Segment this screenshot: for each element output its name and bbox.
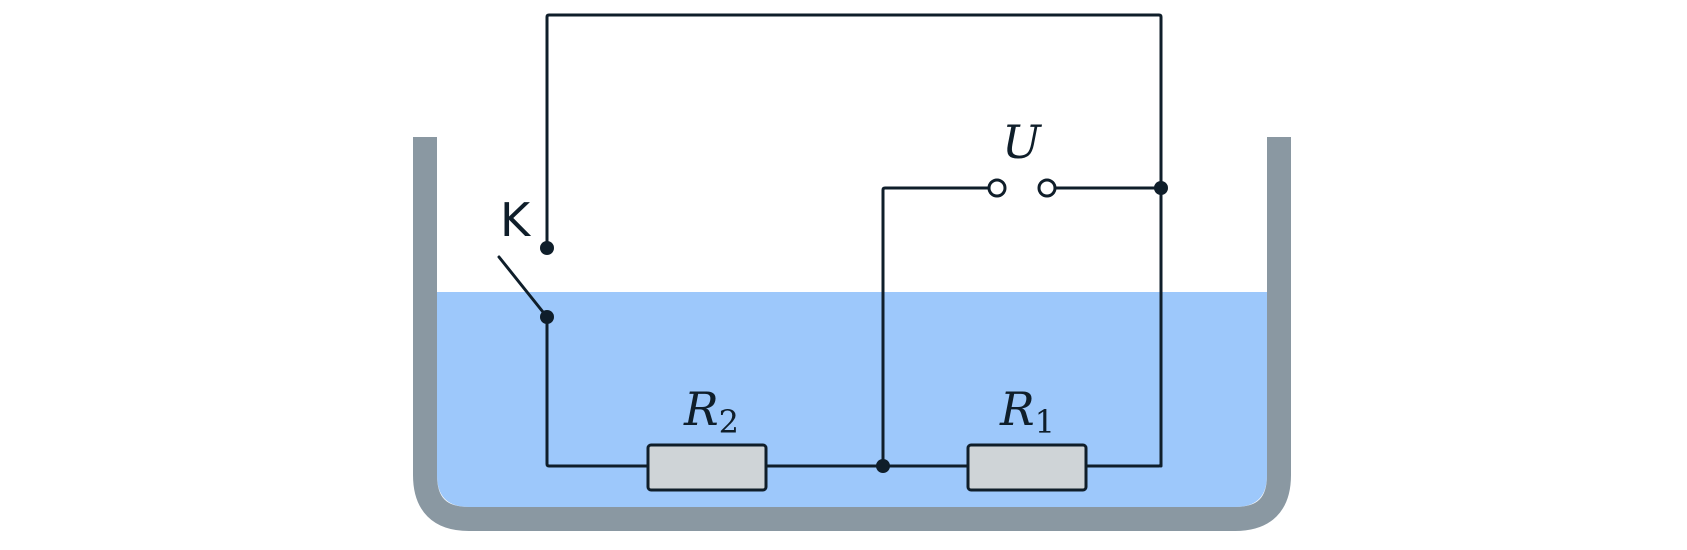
resistor-r2-label: R2: [683, 382, 739, 441]
resistor-r2-subscript: 2: [719, 403, 739, 441]
water: [437, 292, 1267, 507]
middle-junction-dot: [876, 459, 890, 473]
voltage-terminal-left: [987, 178, 1007, 198]
resistor-r1-symbol: R: [999, 382, 1035, 436]
switch-contact-dot: [540, 241, 554, 255]
switch-blade: [497, 255, 549, 319]
switch-label: K: [500, 193, 532, 247]
voltage-terminal-right: [1037, 178, 1057, 198]
switch-pivot-dot: [540, 310, 554, 324]
bottom-wire: [545, 315, 1163, 468]
resistor-r1-label: R1: [999, 382, 1055, 441]
resistor-r1-subscript: 1: [1035, 403, 1055, 441]
voltage-label: U: [1002, 115, 1043, 169]
tank: [413, 137, 1291, 531]
right-junction-dot: [1154, 181, 1168, 195]
middle-wire: [881, 186, 999, 468]
resistor-r2: [646, 443, 768, 492]
top-wire: [545, 13, 1163, 468]
resistor-r2-symbol: R: [683, 382, 719, 436]
resistor-r1: [966, 443, 1088, 492]
